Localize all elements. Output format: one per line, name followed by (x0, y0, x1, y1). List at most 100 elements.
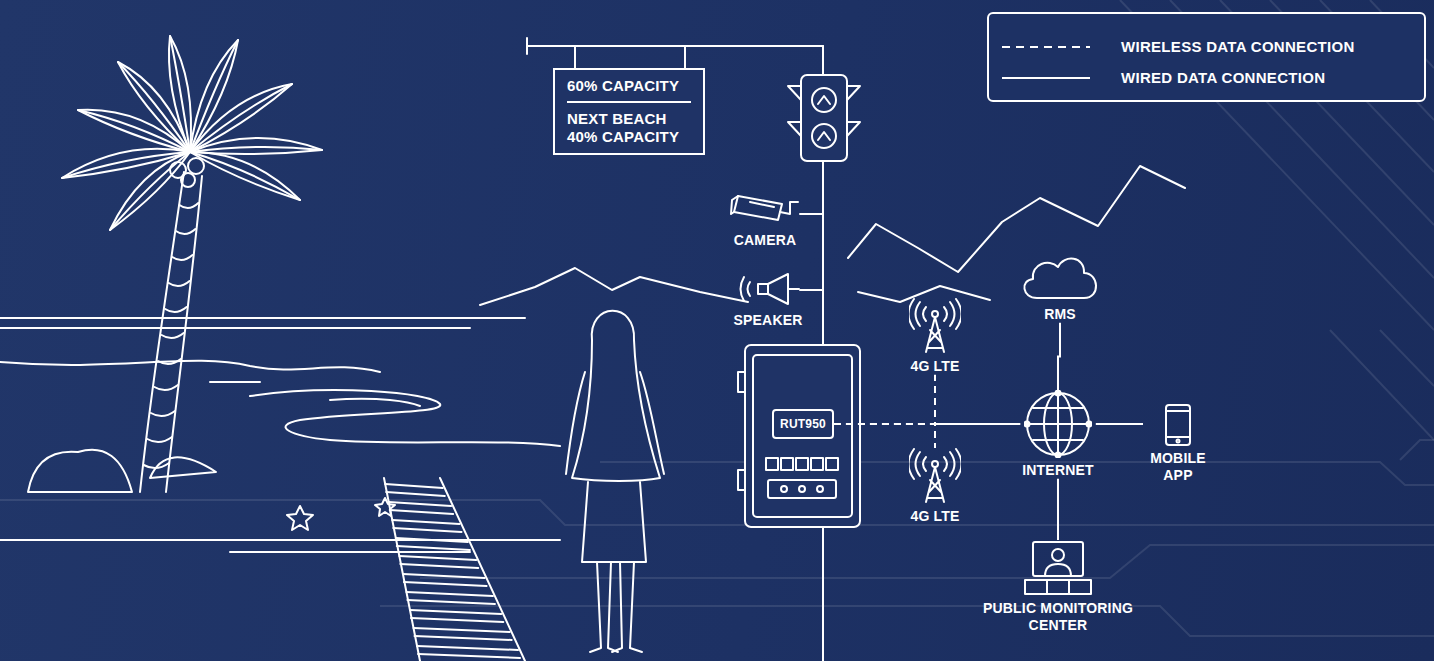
node-label: MOBILE APP (1145, 450, 1211, 484)
icon-holder (1024, 390, 1092, 458)
boardwalk-plank (392, 520, 461, 532)
legend-line-sample (1002, 77, 1090, 79)
scene-lines (0, 36, 1185, 661)
legend-swatch (1001, 75, 1091, 81)
wired-connection (935, 375, 1020, 424)
node-label: CAMERA (734, 232, 797, 249)
speaker-device: SPEAKER (731, 270, 804, 329)
cell-tower: 4G LTE (907, 448, 963, 525)
capacity-sign: 60% CAPACITY NEXT BEACH 40% CAPACITY (553, 68, 705, 155)
internet-globe: INTERNET (1020, 390, 1096, 479)
icon-holder (730, 190, 800, 228)
legend-line-sample (1002, 46, 1090, 48)
wired-connection (1057, 479, 1059, 540)
globe-icon (1024, 390, 1092, 458)
mount-bracket (800, 214, 823, 290)
palm-frond (190, 40, 238, 152)
node-label: 60% CAPACITY (567, 77, 691, 103)
palm-frond-rib (190, 147, 322, 152)
boardwalk-plank (389, 502, 453, 514)
monitoring-center: PUBLIC MONITORING CENTER (972, 540, 1144, 634)
palm-frond-rib (62, 152, 190, 178)
palm-frond-rib (118, 62, 190, 152)
tablet-icon (1164, 404, 1192, 446)
palm-frond-rib (190, 152, 300, 200)
mountains (848, 166, 1185, 272)
street-cabinet (738, 345, 860, 527)
boardwalk-plank (385, 484, 445, 496)
trunk-ring (179, 203, 198, 208)
palm-frond-rib (110, 152, 190, 230)
boardwalk-plank (403, 574, 487, 586)
boardwalk-plank (410, 610, 503, 622)
boardwalk-plank (406, 592, 495, 604)
sea-horizon (0, 318, 525, 328)
shoreline (250, 390, 560, 446)
star (375, 498, 395, 516)
legend-text: WIRELESS DATA CONNECTION (1121, 38, 1355, 55)
icon-holder (736, 270, 800, 308)
node-body: NEXT BEACH 40% CAPACITY (567, 110, 691, 145)
monitoring-center-icon (1024, 540, 1092, 596)
palm-frond (169, 36, 191, 152)
legend-swatch (1001, 44, 1091, 50)
speaker-icon (736, 270, 800, 308)
wireless-connection (834, 424, 935, 448)
palm-frond (190, 138, 322, 154)
background-stripes (0, 0, 1434, 636)
node-label: RUT950 (780, 417, 826, 431)
mountains (858, 286, 990, 302)
traffic-light (788, 75, 860, 161)
palm-frond-rib (170, 36, 190, 152)
palm-frond (110, 152, 190, 230)
palm-frond (62, 149, 190, 178)
node-label: RMS (1044, 306, 1076, 323)
icon-holder (909, 298, 961, 354)
boardwalk-plank (399, 556, 478, 568)
trunk-ring (172, 255, 192, 260)
node-label: 4G LTE (910, 358, 959, 375)
icon-holder (1164, 404, 1192, 446)
trunk-ring (147, 437, 172, 442)
trunk-ring (165, 307, 186, 312)
palm-frond (118, 62, 190, 152)
trunk-ring (144, 463, 169, 468)
node-label: PUBLIC MONITORING CENTER (974, 600, 1142, 634)
wired-connection (1058, 323, 1060, 390)
cloud-icon (1017, 250, 1103, 302)
trunk-ring (158, 359, 181, 364)
legend-entry: WIRELESS DATA CONNECTION (1001, 31, 1410, 62)
legend-entry: WIRED DATA CONNECTION (1001, 62, 1410, 93)
trunk-ring (162, 333, 184, 338)
shoreline (0, 361, 380, 372)
trunk-ring (169, 281, 190, 286)
boardwalk-edge (384, 478, 525, 661)
legend-text: WIRED DATA CONNECTION (1121, 69, 1325, 86)
camera-icon (730, 190, 800, 228)
palm-frond-rib (190, 40, 238, 152)
node-label: SPEAKER (733, 312, 802, 329)
node-label: INTERNET (1022, 462, 1094, 479)
palm-frond (190, 152, 300, 200)
mountains (480, 268, 748, 305)
wired-connection (935, 424, 1020, 448)
cell-tower-icon (909, 298, 961, 354)
camera-device: CAMERA (728, 190, 802, 249)
cloud-service: RMS (1015, 250, 1105, 323)
trunk-ring (154, 385, 177, 390)
router-box: RUT950 (772, 409, 834, 438)
wired-connection (1096, 423, 1143, 425)
node-label: 4G LTE (910, 508, 959, 525)
trunk-ring (176, 229, 195, 234)
mobile-app-device: MOBILE APP (1143, 404, 1213, 484)
boardwalk-plank (414, 628, 512, 640)
cell-tower-icon (909, 448, 961, 504)
ground-line (0, 540, 560, 552)
boardwalk (384, 478, 525, 661)
cell-tower: 4G LTE (907, 298, 963, 375)
palm-frond-rib (190, 84, 292, 152)
boardwalk-plank (417, 646, 520, 658)
rock (28, 450, 132, 492)
icon-holder (909, 448, 961, 504)
